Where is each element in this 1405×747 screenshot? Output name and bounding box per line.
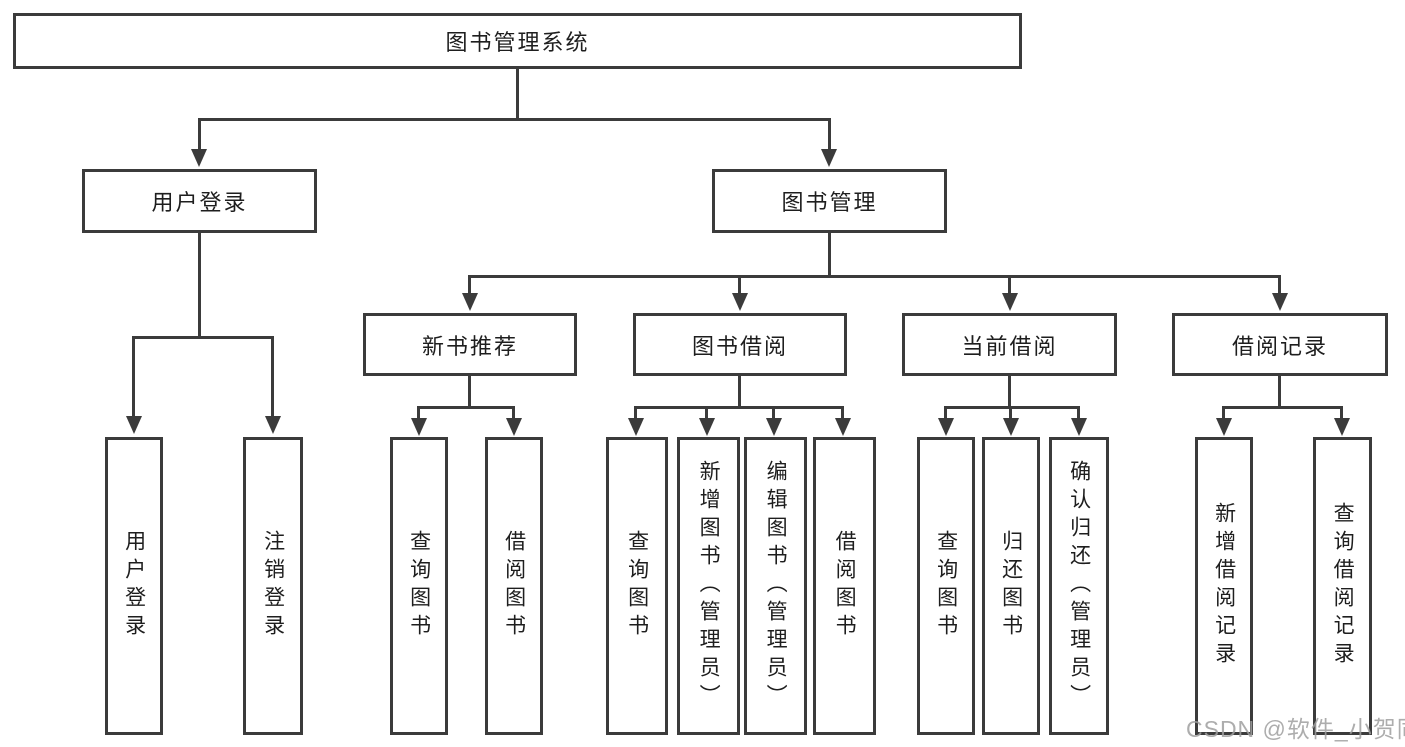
line-segment (1340, 406, 1343, 420)
line-segment (417, 406, 420, 420)
line-segment (1278, 275, 1281, 297)
node-current-borrow: 当前借阅 (902, 313, 1117, 376)
line-segment (738, 376, 741, 408)
line-segment (828, 233, 831, 277)
leaf-records-add-borrow-record: 新增借阅记录 (1195, 437, 1253, 735)
line-segment (198, 118, 831, 121)
leaf-current-confirm-return-admin-label: 确认归还（管理员） (1067, 460, 1091, 712)
arrowhead (1272, 293, 1288, 311)
line-segment (772, 406, 775, 420)
line-segment (634, 406, 844, 409)
node-root-label: 图书管理系统 (445, 30, 590, 55)
csdn-watermark: CSDN @软件_小贺同学 (1186, 716, 1405, 742)
line-segment (1008, 275, 1011, 297)
node-new-book-recommend-label: 新书推荐 (421, 333, 518, 359)
arrowhead (1002, 293, 1018, 311)
leaf-logout-label: 注销登录 (261, 530, 285, 642)
leaf-borrow-add-book-admin-label: 新增图书（管理员） (697, 460, 721, 712)
arrowhead (411, 418, 427, 436)
arrowhead (628, 418, 644, 436)
node-borrow-records-label: 借阅记录 (1231, 333, 1328, 359)
line-segment (1077, 406, 1080, 420)
node-user-login-label: 用户登录 (151, 190, 248, 215)
line-segment (705, 406, 708, 420)
leaf-logout: 注销登录 (243, 437, 303, 735)
line-segment (468, 376, 471, 408)
leaf-borrow-edit-book-admin: 编辑图书（管理员） (744, 437, 807, 735)
line-segment (634, 406, 637, 420)
leaf-borrow-query-book-label: 查询图书 (625, 530, 649, 642)
leaf-user-login-label: 用户登录 (122, 530, 146, 642)
node-borrow-records: 借阅记录 (1172, 313, 1388, 376)
leaf-borrow-borrow-book: 借阅图书 (813, 437, 876, 735)
arrowhead (699, 418, 715, 436)
leaf-records-query-borrow-record-label: 查询借阅记录 (1331, 502, 1355, 670)
node-book-borrow: 图书借阅 (633, 313, 847, 376)
leaf-borrow-edit-book-admin-label: 编辑图书（管理员） (764, 460, 788, 712)
leaf-recommend-borrow-book-label: 借阅图书 (502, 530, 526, 642)
leaf-current-query-book-label: 查询图书 (934, 530, 958, 642)
line-segment (1008, 376, 1011, 408)
arrowhead (1071, 418, 1087, 436)
leaf-current-query-book: 查询图书 (917, 437, 975, 735)
leaf-user-login: 用户登录 (105, 437, 163, 735)
line-segment (841, 406, 844, 420)
node-new-book-recommend: 新书推荐 (363, 313, 577, 376)
line-segment (828, 118, 831, 151)
node-root: 图书管理系统 (13, 13, 1022, 69)
arrowhead (938, 418, 954, 436)
line-segment (516, 69, 519, 120)
arrowhead (835, 418, 851, 436)
arrowhead (1334, 418, 1350, 436)
leaf-current-return-book-label: 归还图书 (999, 530, 1023, 642)
line-segment (1009, 406, 1012, 420)
line-segment (132, 336, 274, 339)
arrowhead (821, 149, 837, 167)
arrowhead (1216, 418, 1232, 436)
arrowhead (126, 416, 142, 434)
arrowhead (766, 418, 782, 436)
leaf-borrow-query-book: 查询图书 (606, 437, 668, 735)
arrowhead (265, 416, 281, 434)
node-current-borrow-label: 当前借阅 (961, 333, 1058, 359)
line-segment (944, 406, 947, 420)
leaf-recommend-borrow-book: 借阅图书 (485, 437, 543, 735)
leaf-recommend-query-book: 查询图书 (390, 437, 448, 735)
arrowhead (462, 293, 478, 311)
leaf-current-return-book: 归还图书 (982, 437, 1040, 735)
line-segment (512, 406, 515, 420)
leaf-borrow-borrow-book-label: 借阅图书 (833, 530, 857, 642)
leaf-records-add-borrow-record-label: 新增借阅记录 (1212, 502, 1236, 670)
line-segment (468, 275, 471, 297)
leaf-borrow-add-book-admin: 新增图书（管理员） (677, 437, 740, 735)
line-segment (944, 406, 1080, 409)
leaf-recommend-query-book-label: 查询图书 (407, 530, 431, 642)
line-segment (1222, 406, 1343, 409)
arrowhead (732, 293, 748, 311)
node-book-management-label: 图书管理 (781, 190, 878, 215)
line-segment (198, 233, 201, 339)
line-segment (417, 406, 515, 409)
node-book-borrow-label: 图书借阅 (691, 333, 788, 359)
node-user-login: 用户登录 (82, 169, 317, 233)
line-segment (198, 118, 201, 151)
node-book-management: 图书管理 (712, 169, 947, 233)
leaf-records-query-borrow-record: 查询借阅记录 (1313, 437, 1372, 735)
leaf-current-confirm-return-admin: 确认归还（管理员） (1049, 437, 1109, 735)
line-segment (1278, 376, 1281, 408)
arrowhead (506, 418, 522, 436)
line-segment (271, 336, 274, 418)
arrowhead (191, 149, 207, 167)
line-segment (132, 336, 135, 418)
arrowhead (1003, 418, 1019, 436)
line-segment (1222, 406, 1225, 420)
line-segment (738, 275, 741, 297)
line-segment (468, 275, 1281, 278)
